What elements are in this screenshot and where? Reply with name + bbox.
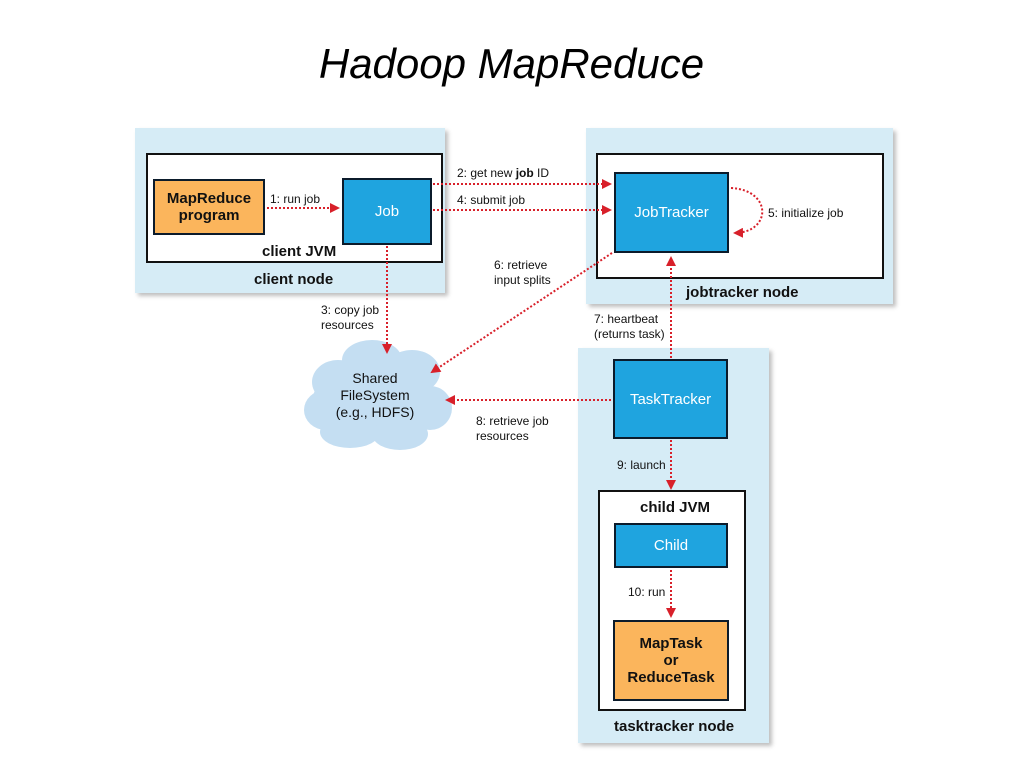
child-jvm-label: child JVM [640,499,711,516]
child-box[interactable]: Child [614,523,728,568]
step-get-job-id-label: 2: get new job ID [457,166,550,180]
client-node-label: client node [254,271,334,288]
client-jvm-label: client JVM [262,243,337,260]
tasktracker-box[interactable]: TaskTracker [613,359,728,439]
step-retrieve-job-resources-label: 8: retrieve job resources [476,414,549,443]
step-heartbeat-label: 7: heartbeat (returns task) [594,312,665,341]
shared-filesystem-label: Shared FileSystem (e.g., HDFS) [335,370,415,420]
step-copy-job-resources-label: 3: copy job resources [321,303,380,332]
job-box[interactable]: Job [342,178,432,245]
step-launch-label: 9: launch [617,458,666,472]
step-run-job-label: 1: run job [270,192,321,206]
step-run-label: 10: run [628,585,666,599]
step-retrieve-input-splits-label: 6: retrieve input splits [494,258,551,287]
page-title: Hadoop MapReduce [318,40,705,87]
mapreduce-program-box[interactable]: MapReduce program [153,179,265,235]
step-initialize-job-label: 5: initialize job [768,206,844,220]
step-submit-job-label: 4: submit job [457,193,526,207]
tasktracker-node-label: tasktracker node [614,718,735,735]
arrow-initialize-job [730,187,764,238]
maptask-reducetask-box[interactable]: MapTask or ReduceTask [613,620,729,701]
shared-filesystem-cloud [304,340,452,450]
jobtracker-node-label: jobtracker node [686,284,799,301]
jobtracker-box[interactable]: JobTracker [614,172,729,253]
